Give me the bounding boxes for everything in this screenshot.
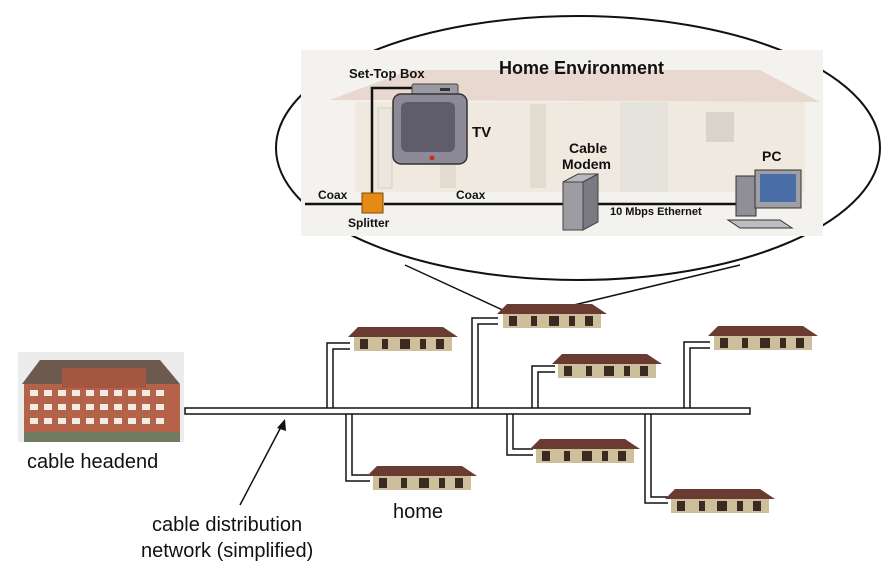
tv-icon: [392, 93, 468, 165]
house-icon: [665, 489, 775, 513]
distribution-arrow: [239, 419, 286, 506]
pc-icon: [726, 169, 802, 229]
pc-label: PC: [762, 148, 782, 164]
headend-building-icon: [18, 352, 184, 442]
home-environment-title: Home Environment: [499, 58, 665, 78]
distribution-label-line1: cable distribution: [152, 514, 303, 536]
house-icon: [348, 327, 458, 351]
cable-headend-label: cable headend: [27, 451, 159, 473]
house-icon: [552, 354, 662, 378]
cable-modem-label-line2: Modem: [562, 156, 611, 172]
tv-label: TV: [472, 124, 492, 141]
house-icon: [708, 326, 818, 350]
set-top-box-label: Set-Top Box: [349, 66, 425, 81]
cable-modem-label-line1: Cable: [569, 140, 608, 156]
house-icon: [367, 466, 477, 490]
splitter-label: Splitter: [348, 216, 390, 230]
ethernet-label: 10 Mbps Ethernet: [610, 206, 702, 218]
distribution-trunk: [184, 407, 751, 415]
coax-label-right: Coax: [456, 188, 486, 202]
coax-label-left: Coax: [318, 188, 348, 202]
home-label: home: [393, 501, 444, 523]
house-icon: [530, 439, 640, 463]
distribution-label-line2: network (simplified): [141, 540, 314, 562]
splitter-box: [361, 192, 384, 214]
house-icon: [497, 304, 607, 328]
cable-modem-icon: [562, 173, 599, 231]
distribution-branches: [326, 317, 710, 504]
